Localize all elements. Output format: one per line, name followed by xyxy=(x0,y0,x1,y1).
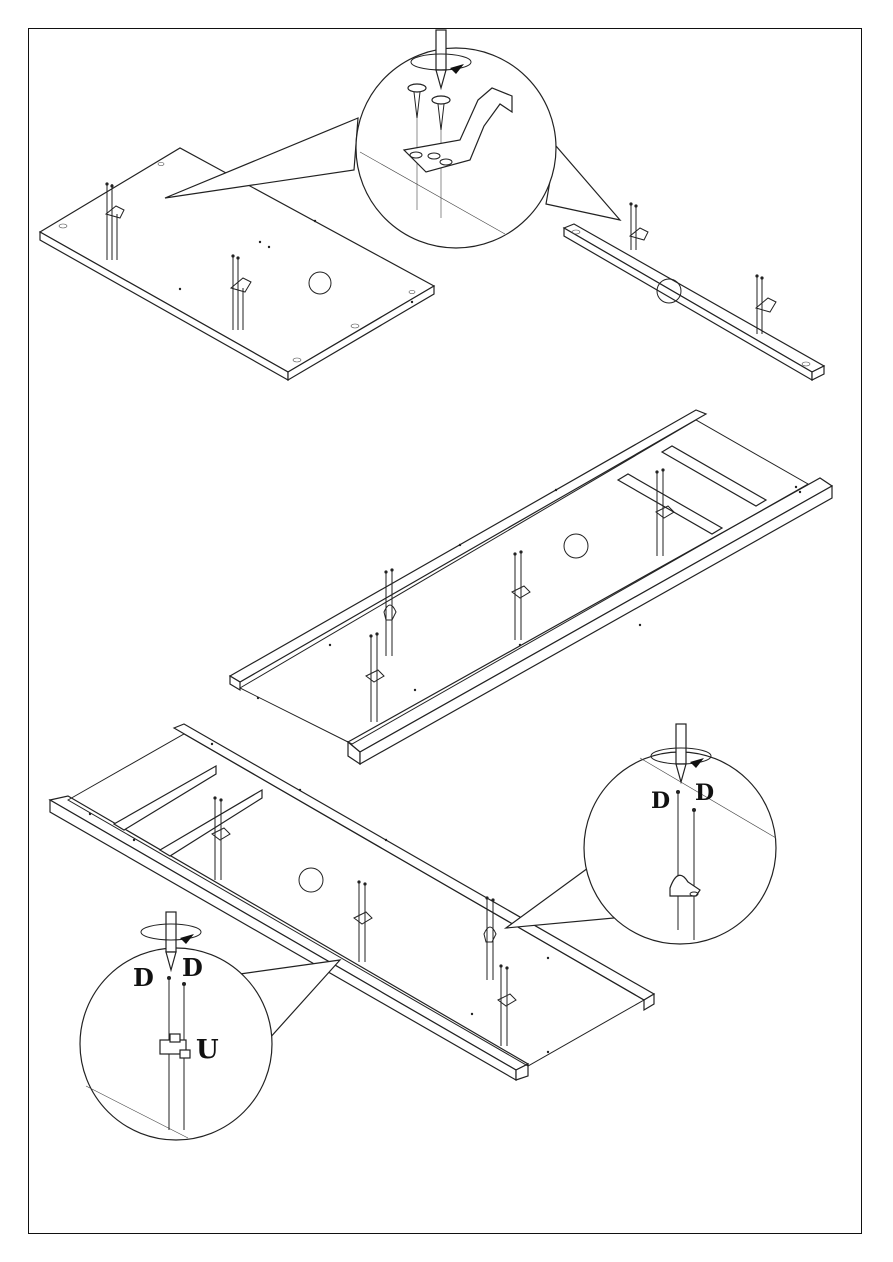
bracket-icon xyxy=(366,632,384,722)
step-marker-circle xyxy=(299,868,323,892)
bracket-icon xyxy=(212,796,230,880)
bracket-icon xyxy=(655,468,674,556)
bracket-icon xyxy=(512,550,530,640)
screw-label-d-left: D xyxy=(651,788,670,814)
screw-label-d-right: D xyxy=(182,953,203,982)
cross-rail xyxy=(564,202,824,380)
detail-callout-right: D D xyxy=(506,724,776,944)
screw-label-d-left: D xyxy=(133,963,154,992)
bracket-icon xyxy=(629,202,648,250)
step-marker-circle xyxy=(564,534,588,558)
bracket-icon xyxy=(354,880,372,962)
bracket-icon xyxy=(755,274,776,334)
part-label-u: U xyxy=(196,1035,219,1065)
bracket-icon xyxy=(384,568,396,656)
screw-label-d-right: D xyxy=(695,780,714,806)
frame-assembly xyxy=(230,410,832,764)
bracket-icon xyxy=(498,964,516,1046)
